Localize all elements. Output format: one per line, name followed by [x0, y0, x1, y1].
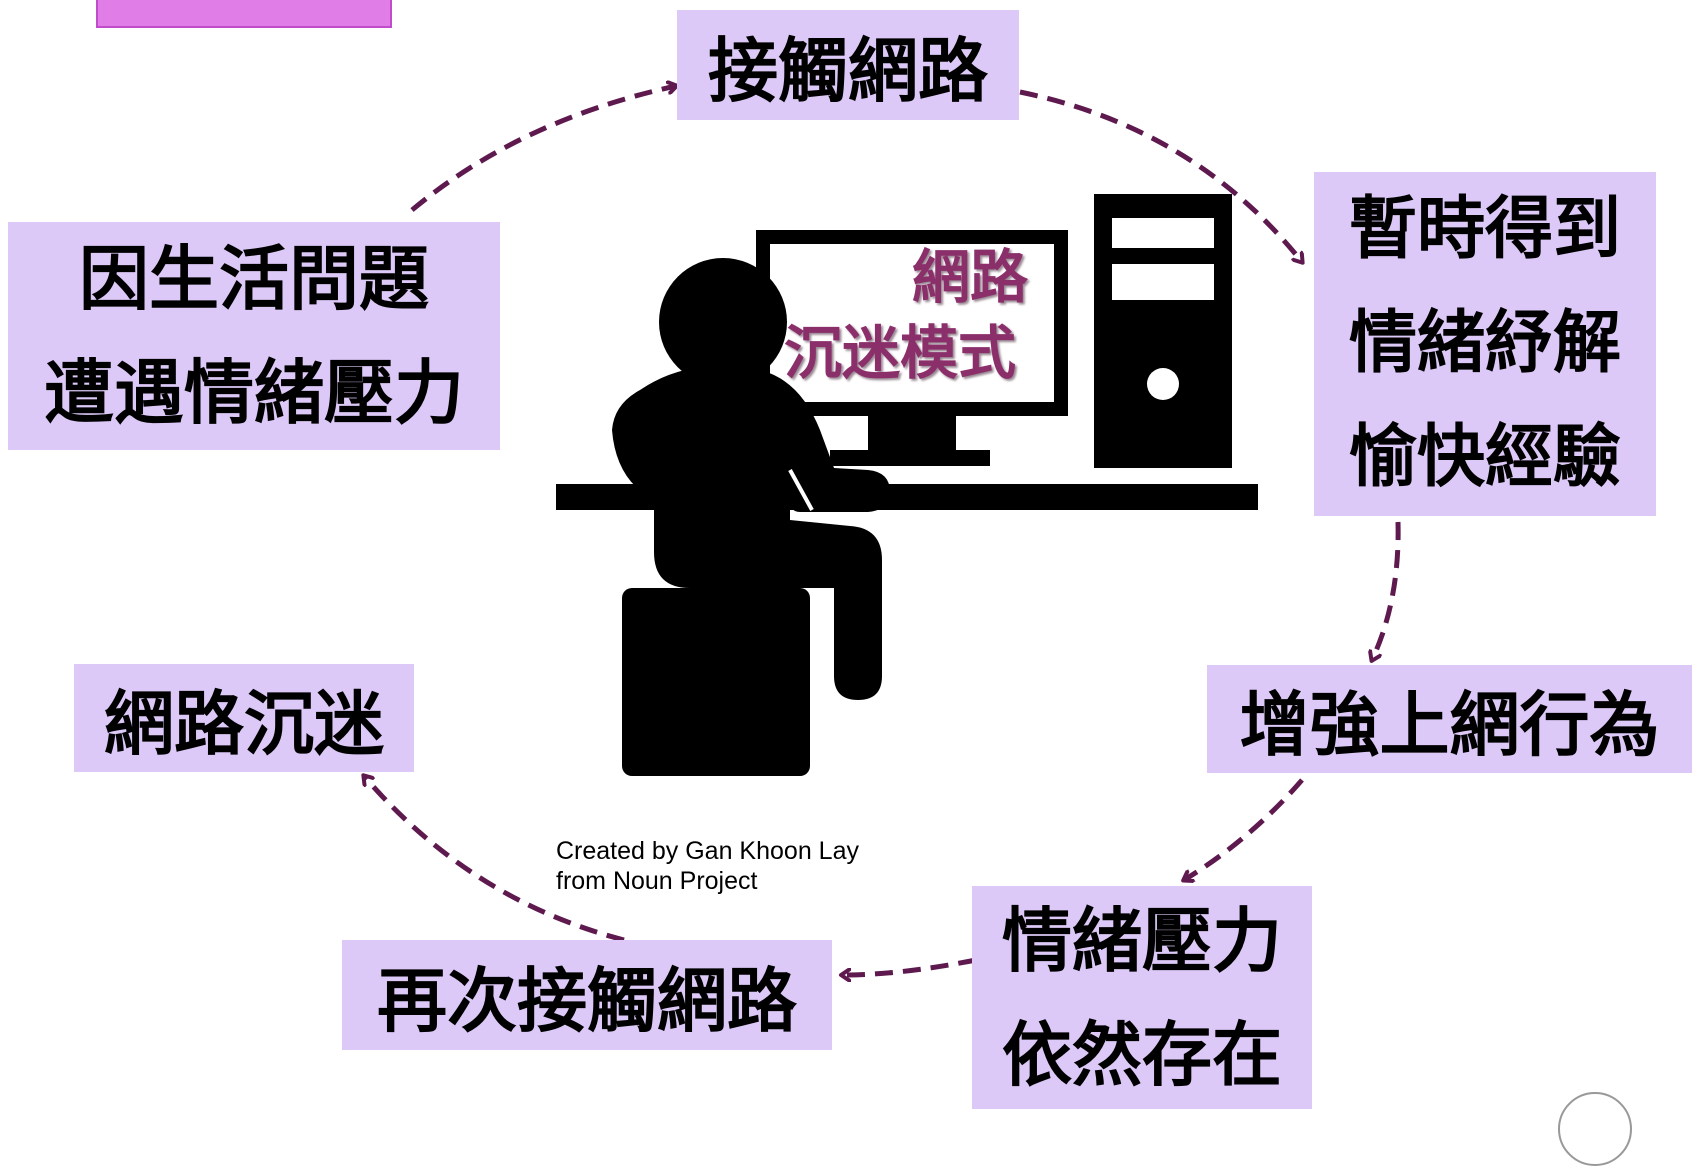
seal-icon	[1558, 1092, 1632, 1166]
node-life-problems-line-2: 遭遇情緒壓力	[44, 352, 464, 434]
chair	[622, 588, 810, 776]
person-at-computer-icon	[556, 194, 1258, 776]
person-head	[659, 258, 787, 386]
credit-line-2: from Noun Project	[556, 867, 758, 895]
arrow-relief-to-reinforce	[1372, 521, 1401, 660]
arrow-stress-to-again	[842, 957, 977, 975]
node-internet-addiction-label: 網路沉迷	[104, 682, 384, 765]
drive-bay-1	[1112, 218, 1214, 248]
arrow-problems-to-contact	[410, 86, 676, 212]
power-button	[1147, 368, 1179, 400]
arrow-again-to-addiction	[364, 776, 625, 943]
node-internet-addiction: 網路沉迷	[74, 664, 414, 772]
node-contact-again-label: 再次接觸網路	[377, 959, 797, 1042]
node-contact-network: 接觸網路	[677, 10, 1019, 120]
node-reinforce-behavior: 增強上網行為	[1207, 665, 1692, 773]
node-temporary-relief-line-1: 暫時得到	[1348, 190, 1621, 269]
node-temporary-relief-line-3: 愉快經驗	[1348, 418, 1621, 497]
node-stress-remains-line-2: 依然存在	[1002, 1013, 1282, 1096]
monitor-screen	[770, 244, 1054, 402]
person-arm-outline	[788, 469, 814, 511]
node-contact-network-label: 接觸網路	[708, 29, 988, 112]
screen-label-2: 沉迷模式	[784, 319, 1017, 387]
node-reinforce-behavior-label: 增強上網行為	[1239, 683, 1660, 766]
arrow-contact-to-relief	[1019, 89, 1302, 262]
node-temporary-relief: 暫時得到 情緒紓解 愉快經驗	[1314, 172, 1656, 516]
credit-line-1: Created by Gan Khoon Lay	[556, 837, 859, 865]
node-life-problems-line-1: 因生活問題	[79, 238, 429, 320]
monitor-stand	[868, 416, 956, 454]
drive-bay-2	[1112, 264, 1214, 300]
icon-credit: Created by Gan Khoon Lay from Noun Proje…	[556, 836, 859, 896]
node-contact-again: 再次接觸網路	[342, 940, 832, 1050]
node-life-problems: 因生活問題 遭遇情緒壓力	[8, 222, 500, 450]
person-body	[612, 365, 890, 700]
cycle-arrows	[0, 0, 1401, 1109]
node-stress-remains: 情緒壓力 依然存在	[972, 886, 1312, 1109]
title-box	[96, 0, 392, 28]
node-temporary-relief-line-2: 情緒紓解	[1348, 304, 1621, 383]
screen-label-1: 網路	[912, 243, 1029, 311]
monitor-base	[830, 450, 990, 466]
node-stress-remains-line-1: 情緒壓力	[1002, 899, 1282, 982]
